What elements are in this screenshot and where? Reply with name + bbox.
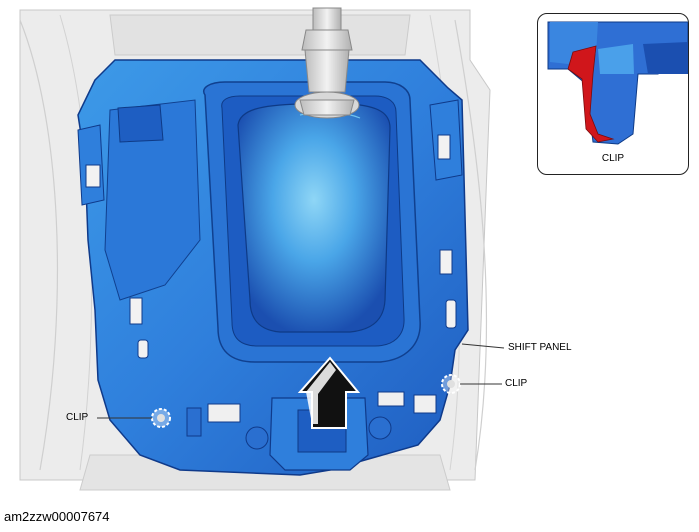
clip-label-left: CLIP [66,412,89,423]
clip-highlight [567,45,615,143]
clip-label-right: CLIP [505,378,528,389]
shift-panel-label: SHIFT PANEL [508,342,572,353]
lower-slots [186,391,437,450]
leader-lines [97,343,505,419]
clip-detail-inset: CLIP [537,13,689,175]
right-side-tabs [429,99,463,329]
clip-marker-right [441,374,461,394]
shift-boot [237,103,391,333]
figure-id: am2zzw00007674 [4,509,110,524]
shift-lever-shaft [294,7,360,119]
clip-detail-illustration [547,21,688,145]
left-side-tabs [77,124,149,359]
clip-marker-left [151,408,171,428]
inset-clip-label: CLIP [601,153,625,164]
